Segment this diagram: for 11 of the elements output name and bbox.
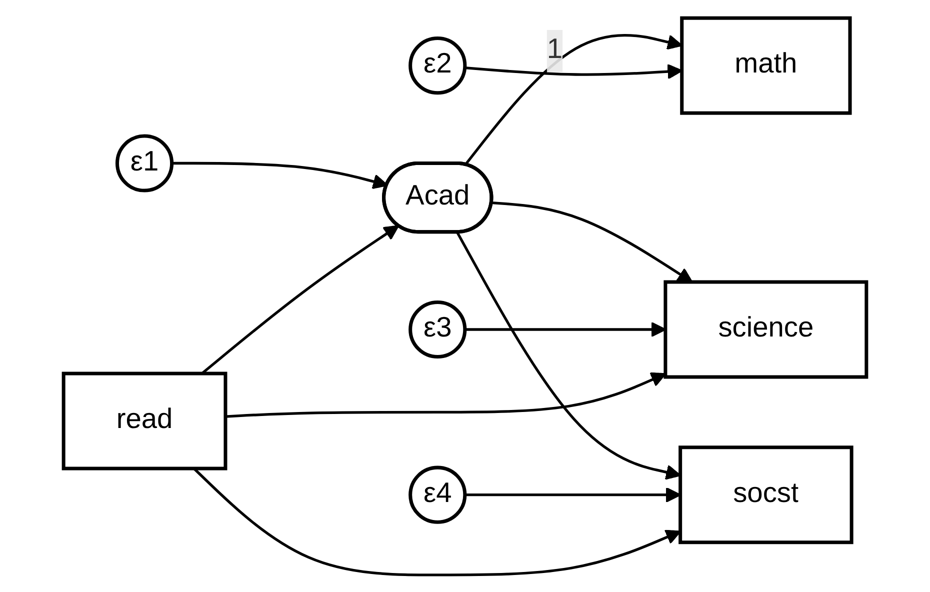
node-circle: ε2 xyxy=(408,36,467,94)
node-box: math xyxy=(680,16,852,114)
node-circle: ε3 xyxy=(408,300,467,358)
node-box: read xyxy=(62,371,228,470)
edge-label: 1 xyxy=(546,34,563,65)
arrow xyxy=(492,200,693,282)
arrow xyxy=(225,372,666,418)
node-box: socst xyxy=(678,445,854,544)
node-circle: ε4 xyxy=(408,465,467,524)
node-box: science xyxy=(664,280,868,378)
node-circle: ε1 xyxy=(115,134,174,192)
